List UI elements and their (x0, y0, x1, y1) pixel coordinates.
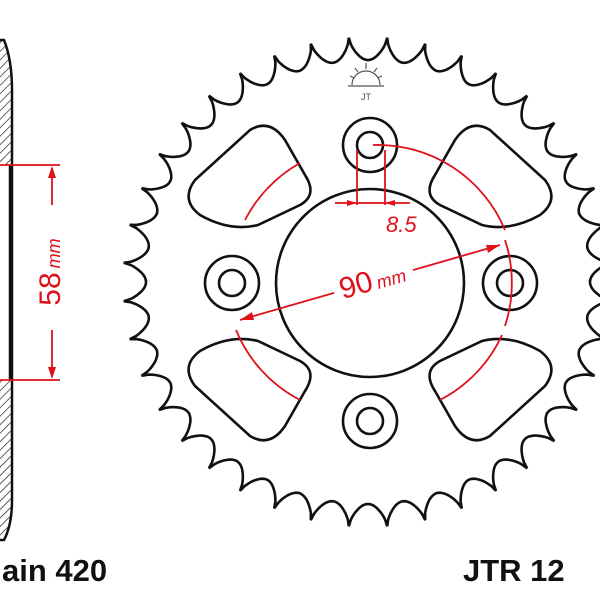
dimension-arrows (240, 200, 500, 320)
bolt-hole-label: 8.5 (386, 212, 417, 237)
chain-label: ain 420 (2, 553, 108, 588)
lightening-windows (187, 124, 553, 442)
bolt-holes (203, 116, 539, 450)
bolt-circle-label: 90mm (329, 253, 417, 306)
bolt-circle-dimension (235, 144, 513, 401)
side-view (0, 38, 14, 542)
offset-label: 58mm (34, 238, 67, 305)
svg-text:58mm: 58mm (34, 238, 67, 305)
center-bore (274, 187, 466, 379)
part-number-label: JTR 12 (463, 553, 565, 588)
sprocket-teeth-outline (123, 37, 600, 527)
jt-logo: JT (348, 63, 384, 102)
offset-dimension (0, 164, 60, 381)
svg-text:JT: JT (361, 92, 372, 102)
